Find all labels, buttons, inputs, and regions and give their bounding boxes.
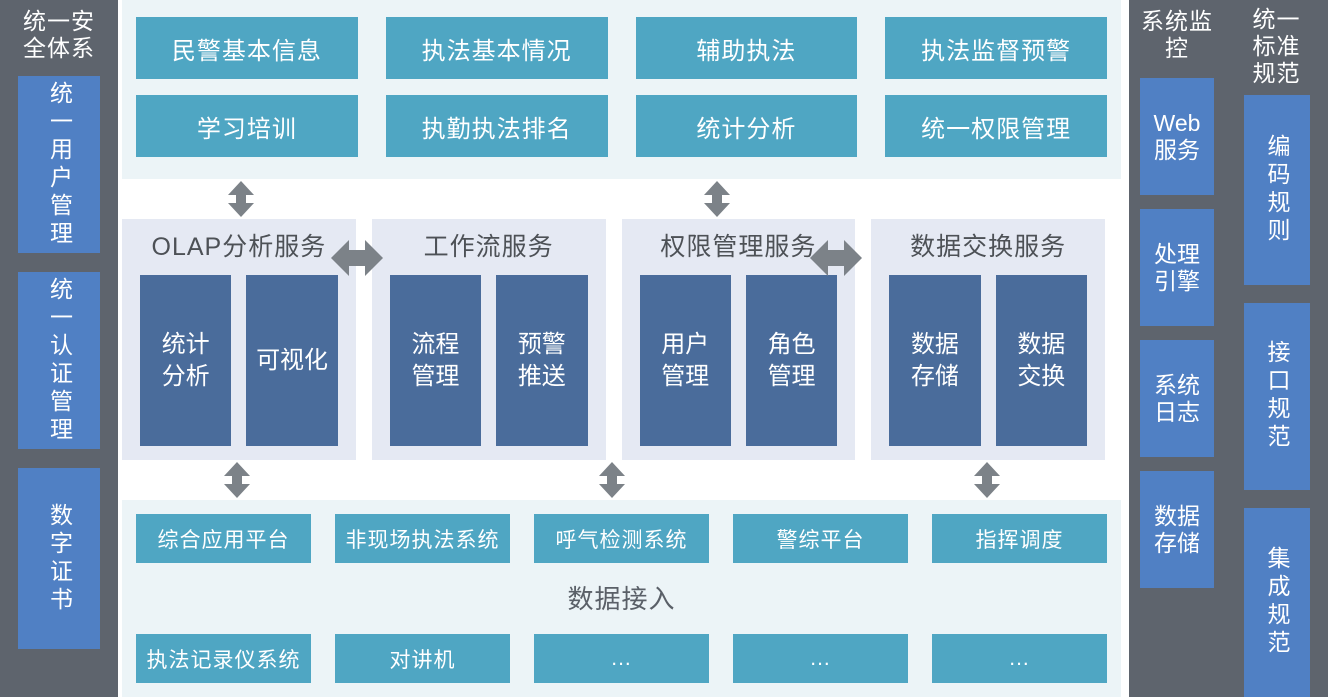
- service-box-process-mgmt[interactable]: 流程管理: [389, 275, 482, 446]
- app-tile-officer-basic-info[interactable]: 民警基本信息: [136, 17, 358, 79]
- app-tile-statistical-analysis[interactable]: 统计分析: [635, 95, 858, 157]
- main-stack: 民警基本信息 执法基本情况 辅助执法 执法监督预警 学习培训 执勤执法排名 统计…: [118, 0, 1129, 697]
- app-tile-enforcement-supervision-alert[interactable]: 执法监督预警: [885, 17, 1107, 79]
- app-tile-training[interactable]: 学习培训: [136, 95, 358, 157]
- data-access-caption: 数据接入: [567, 584, 676, 614]
- service-box-statistical-analysis[interactable]: 统计分析: [140, 275, 232, 446]
- arrow-band-top: [122, 179, 1121, 219]
- standards-item-label: 接口规范: [1264, 340, 1290, 453]
- service-panel-workflow: 工作流服务 流程管理 预警推送: [371, 219, 606, 460]
- application-row: 学习培训 执勤执法排名 统计分析 统一权限管理: [136, 95, 1107, 157]
- data-source-offsite-enforcement-system[interactable]: 非现场执法系统: [335, 514, 510, 563]
- service-panel-olap: OLAP分析服务 统计分析 可视化: [122, 219, 356, 460]
- data-source-command-dispatch[interactable]: 指挥调度: [932, 514, 1107, 563]
- service-panel-title: 权限管理服务: [660, 233, 817, 261]
- data-source-law-enforcement-recorder-system[interactable]: 执法记录仪系统: [136, 634, 311, 683]
- double-arrow-vertical-icon: [599, 462, 625, 498]
- monitor-item-data-storage[interactable]: 数据存储: [1140, 471, 1214, 589]
- double-arrow-vertical-icon: [974, 462, 1000, 498]
- data-source-more-3[interactable]: ...: [932, 634, 1107, 683]
- standards-item-integration-spec[interactable]: 集成规范: [1243, 507, 1310, 697]
- standards-item-interface-spec[interactable]: 接口规范: [1243, 302, 1310, 490]
- data-source-police-integrated-platform[interactable]: 警综平台: [733, 514, 908, 563]
- service-box-visualization[interactable]: 可视化: [246, 275, 338, 446]
- security-item-unified-user-mgmt[interactable]: 统一用户管理: [18, 76, 100, 254]
- system-monitor-title: 系统监控: [1141, 8, 1213, 62]
- service-panel-title: 工作流服务: [423, 233, 554, 261]
- standards-sidebar-title: 统一标准规范: [1252, 6, 1301, 87]
- standards-item-coding-rules[interactable]: 编码规则: [1243, 95, 1310, 285]
- service-box-data-storage[interactable]: 数据存储: [889, 275, 981, 446]
- data-access-panel: 综合应用平台 非现场执法系统 呼气检测系统 警综平台 指挥调度 数据接入 执法记…: [122, 500, 1121, 697]
- data-source-walkie-talkie[interactable]: 对讲机: [335, 634, 510, 683]
- monitor-item-processing-engine[interactable]: 处理引擎: [1140, 209, 1214, 327]
- monitor-item-system-log[interactable]: 系统日志: [1140, 340, 1214, 458]
- double-arrow-vertical-icon: [228, 181, 254, 217]
- standards-item-label: 编码规则: [1264, 134, 1290, 247]
- security-item-label: 统一用户管理: [46, 80, 73, 249]
- double-arrow-horizontal-icon: [810, 240, 862, 276]
- data-source-breath-test-system[interactable]: 呼气检测系统: [534, 514, 709, 563]
- standards-item-label: 集成规范: [1264, 546, 1290, 659]
- app-tile-duty-enforcement-ranking[interactable]: 执勤执法排名: [385, 95, 608, 157]
- security-item-digital-certificate[interactable]: 数字证书: [18, 468, 100, 650]
- double-arrow-horizontal-icon: [331, 240, 383, 276]
- security-sidebar: 统一安全体系 统一用户管理 统一认证管理 数字证书: [0, 0, 118, 697]
- service-panel-title: OLAP分析服务: [151, 233, 327, 261]
- app-tile-enforcement-basics[interactable]: 执法基本情况: [385, 17, 608, 79]
- application-row: 民警基本信息 执法基本情况 辅助执法 执法监督预警: [136, 17, 1107, 79]
- security-item-label: 统一认证管理: [46, 276, 73, 445]
- application-layer-panel: 民警基本信息 执法基本情况 辅助执法 执法监督预警 学习培训 执勤执法排名 统计…: [122, 0, 1121, 179]
- service-box-alert-push[interactable]: 预警推送: [496, 275, 588, 446]
- data-source-more-2[interactable]: ...: [733, 634, 908, 683]
- data-source-row: 执法记录仪系统 对讲机 ... ... ...: [136, 634, 1107, 683]
- security-sidebar-title: 统一安全体系: [23, 8, 95, 62]
- security-item-unified-auth-mgmt[interactable]: 统一认证管理: [18, 272, 100, 450]
- double-arrow-vertical-icon: [704, 181, 730, 217]
- service-box-role-mgmt[interactable]: 角色管理: [745, 275, 838, 446]
- standards-sidebar: 统一标准规范 编码规则 接口规范 集成规范: [1225, 0, 1328, 697]
- data-source-integrated-app-platform[interactable]: 综合应用平台: [136, 514, 311, 563]
- service-box-data-exchange[interactable]: 数据交换: [995, 275, 1087, 446]
- arrow-band-bottom: [122, 460, 1121, 500]
- service-panel-data-exchange: 数据交换服务 数据存储 数据交换: [871, 219, 1105, 460]
- service-layer-row: OLAP分析服务 统计分析 可视化 工作流服务 流程管理 预警推送 权限管理服务…: [122, 219, 1121, 460]
- data-source-more-1[interactable]: ...: [534, 634, 709, 683]
- double-arrow-vertical-icon: [224, 462, 250, 498]
- app-tile-unified-permission-mgmt[interactable]: 统一权限管理: [885, 95, 1107, 157]
- security-item-label: 数字证书: [46, 502, 73, 615]
- data-source-row: 综合应用平台 非现场执法系统 呼气检测系统 警综平台 指挥调度: [136, 514, 1107, 563]
- service-panel-title: 数据交换服务: [910, 233, 1067, 261]
- service-box-user-mgmt[interactable]: 用户管理: [639, 275, 731, 446]
- app-tile-assisted-enforcement[interactable]: 辅助执法: [635, 17, 858, 79]
